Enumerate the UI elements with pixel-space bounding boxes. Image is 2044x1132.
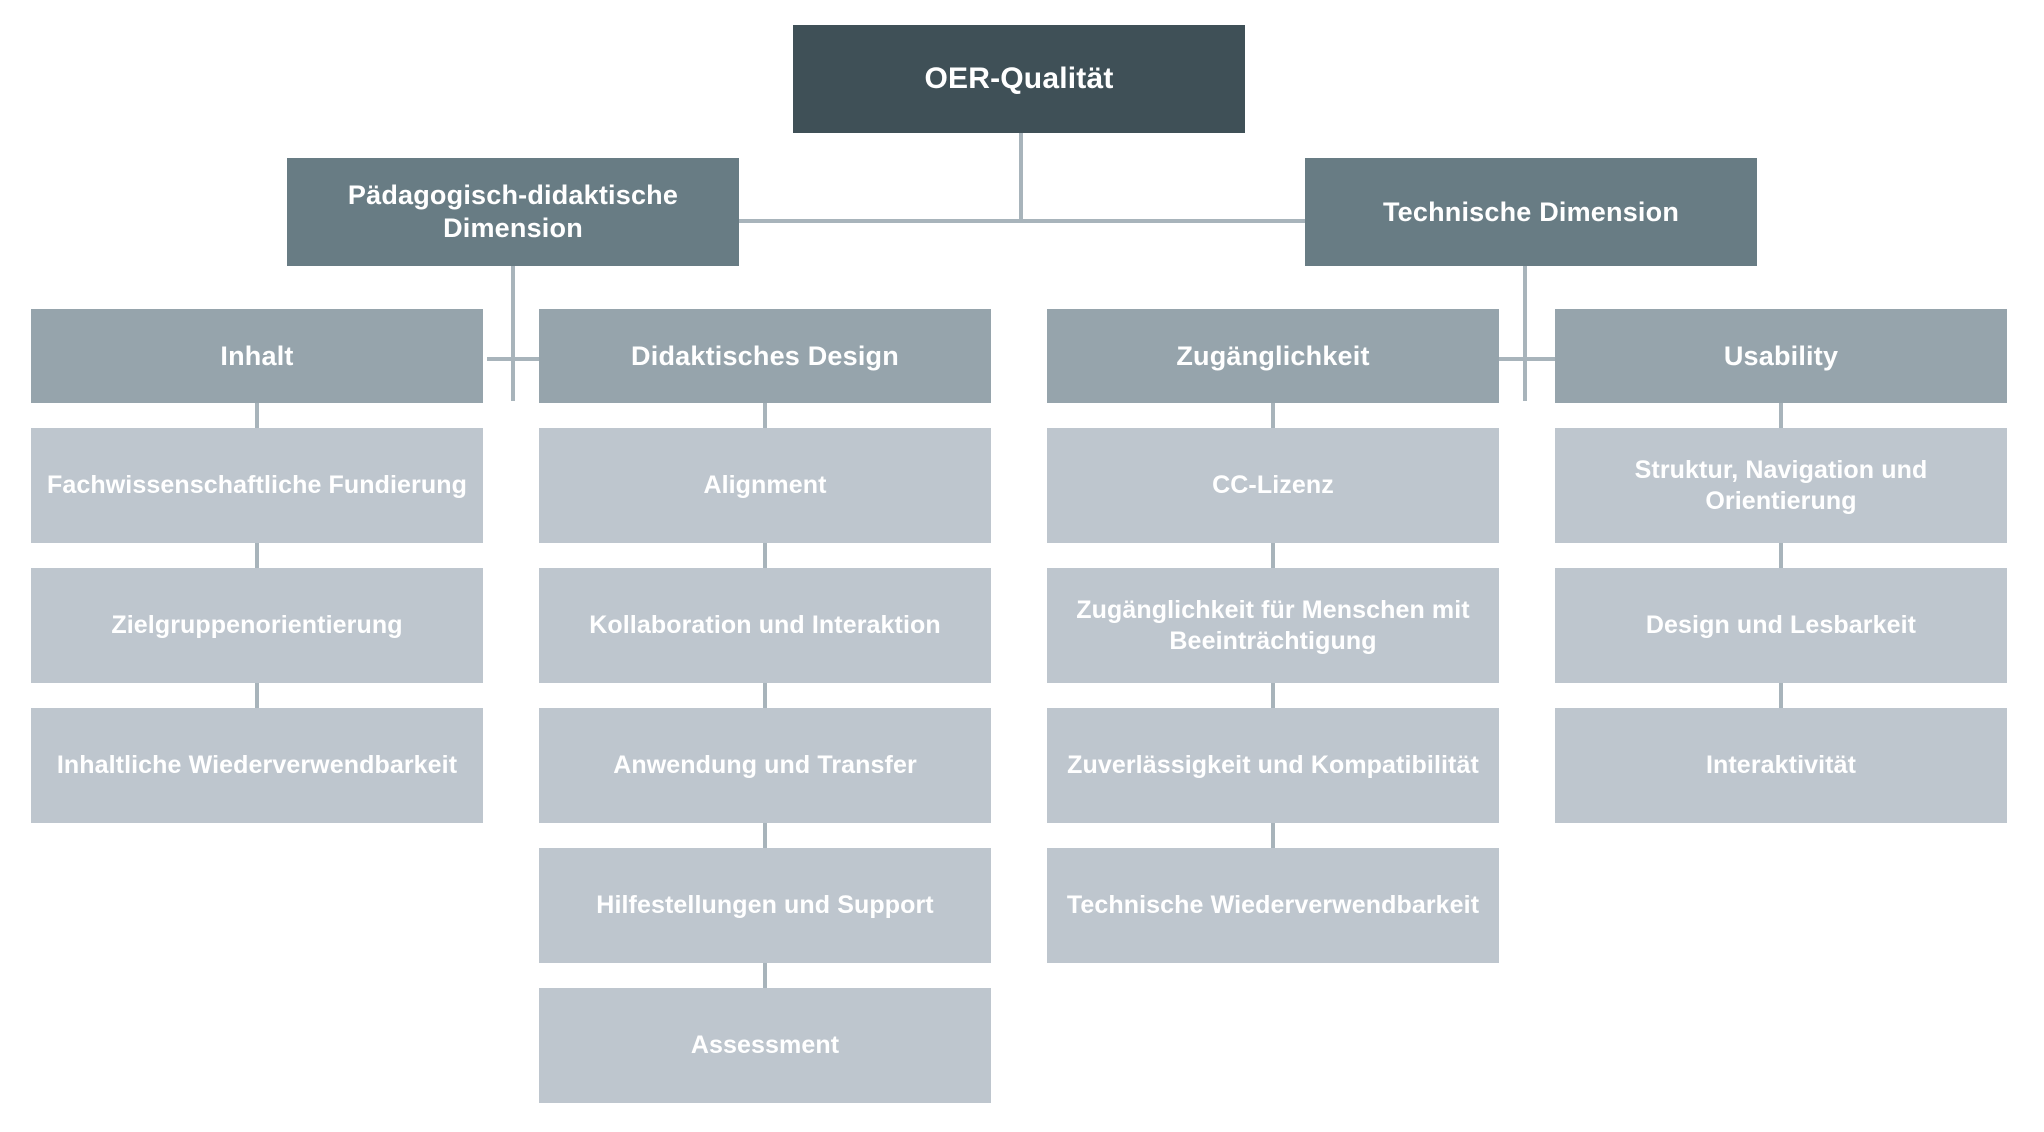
node-alignment[interactable]: Alignment (539, 428, 991, 543)
node-assessment[interactable]: Assessment (539, 988, 991, 1103)
node-technische-dimension[interactable]: Technische Dimension (1305, 158, 1757, 266)
node-technische-wiederverwendbarkeit[interactable]: Technische Wiederverwendbarkeit (1047, 848, 1499, 963)
node-usability[interactable]: Usability (1555, 309, 2007, 403)
node-cc-lizenz[interactable]: CC-Lizenz (1047, 428, 1499, 543)
node-kollaboration-und-interaktion[interactable]: Kollaboration und Interaktion (539, 568, 991, 683)
node-struktur-navigation-und-orientierung[interactable]: Struktur, Navigation und Orientierung (1555, 428, 2007, 543)
node-fachwissenschaftliche-fundierung[interactable]: Fachwissenschaftliche Fundierung (31, 428, 483, 543)
node-design-und-lesbarkeit[interactable]: Design und Lesbarkeit (1555, 568, 2007, 683)
node-didaktisches-design[interactable]: Didaktisches Design (539, 309, 991, 403)
connector-col4-spine (1779, 403, 1783, 713)
connector-col2-spine (763, 403, 767, 993)
connector-root-stem (1019, 133, 1023, 221)
node-anwendung-und-transfer[interactable]: Anwendung und Transfer (539, 708, 991, 823)
node-inhalt[interactable]: Inhalt (31, 309, 483, 403)
node-interaktivitaet[interactable]: Interaktivität (1555, 708, 2007, 823)
node-zugaenglichkeit-fuer-menschen-mit-beeintraechtigung[interactable]: Zugänglichkeit für Menschen mit Beeinträ… (1047, 568, 1499, 683)
connector-col1-spine (255, 403, 259, 713)
node-zugaenglichkeit[interactable]: Zugänglichkeit (1047, 309, 1499, 403)
connector-ped-category-bar (487, 357, 545, 361)
connector-tech-stem (1523, 266, 1527, 401)
node-paedagogisch-didaktische-dimension[interactable]: Pädagogisch-didaktische Dimension (287, 158, 739, 266)
node-hilfestellungen-und-support[interactable]: Hilfestellungen und Support (539, 848, 991, 963)
connector-dimension-bar (737, 219, 1307, 223)
node-zielgruppenorientierung[interactable]: Zielgruppenorientierung (31, 568, 483, 683)
connector-ped-stem (511, 266, 515, 401)
node-zuverlaessigkeit-und-kompatibilitaet[interactable]: Zuverlässigkeit und Kompatibilität (1047, 708, 1499, 823)
node-oer-qualitaet[interactable]: OER-Qualität (793, 25, 1245, 133)
connector-tech-category-bar (1499, 357, 1557, 361)
node-inhaltliche-wiederverwendbarkeit[interactable]: Inhaltliche Wiederverwendbarkeit (31, 708, 483, 823)
